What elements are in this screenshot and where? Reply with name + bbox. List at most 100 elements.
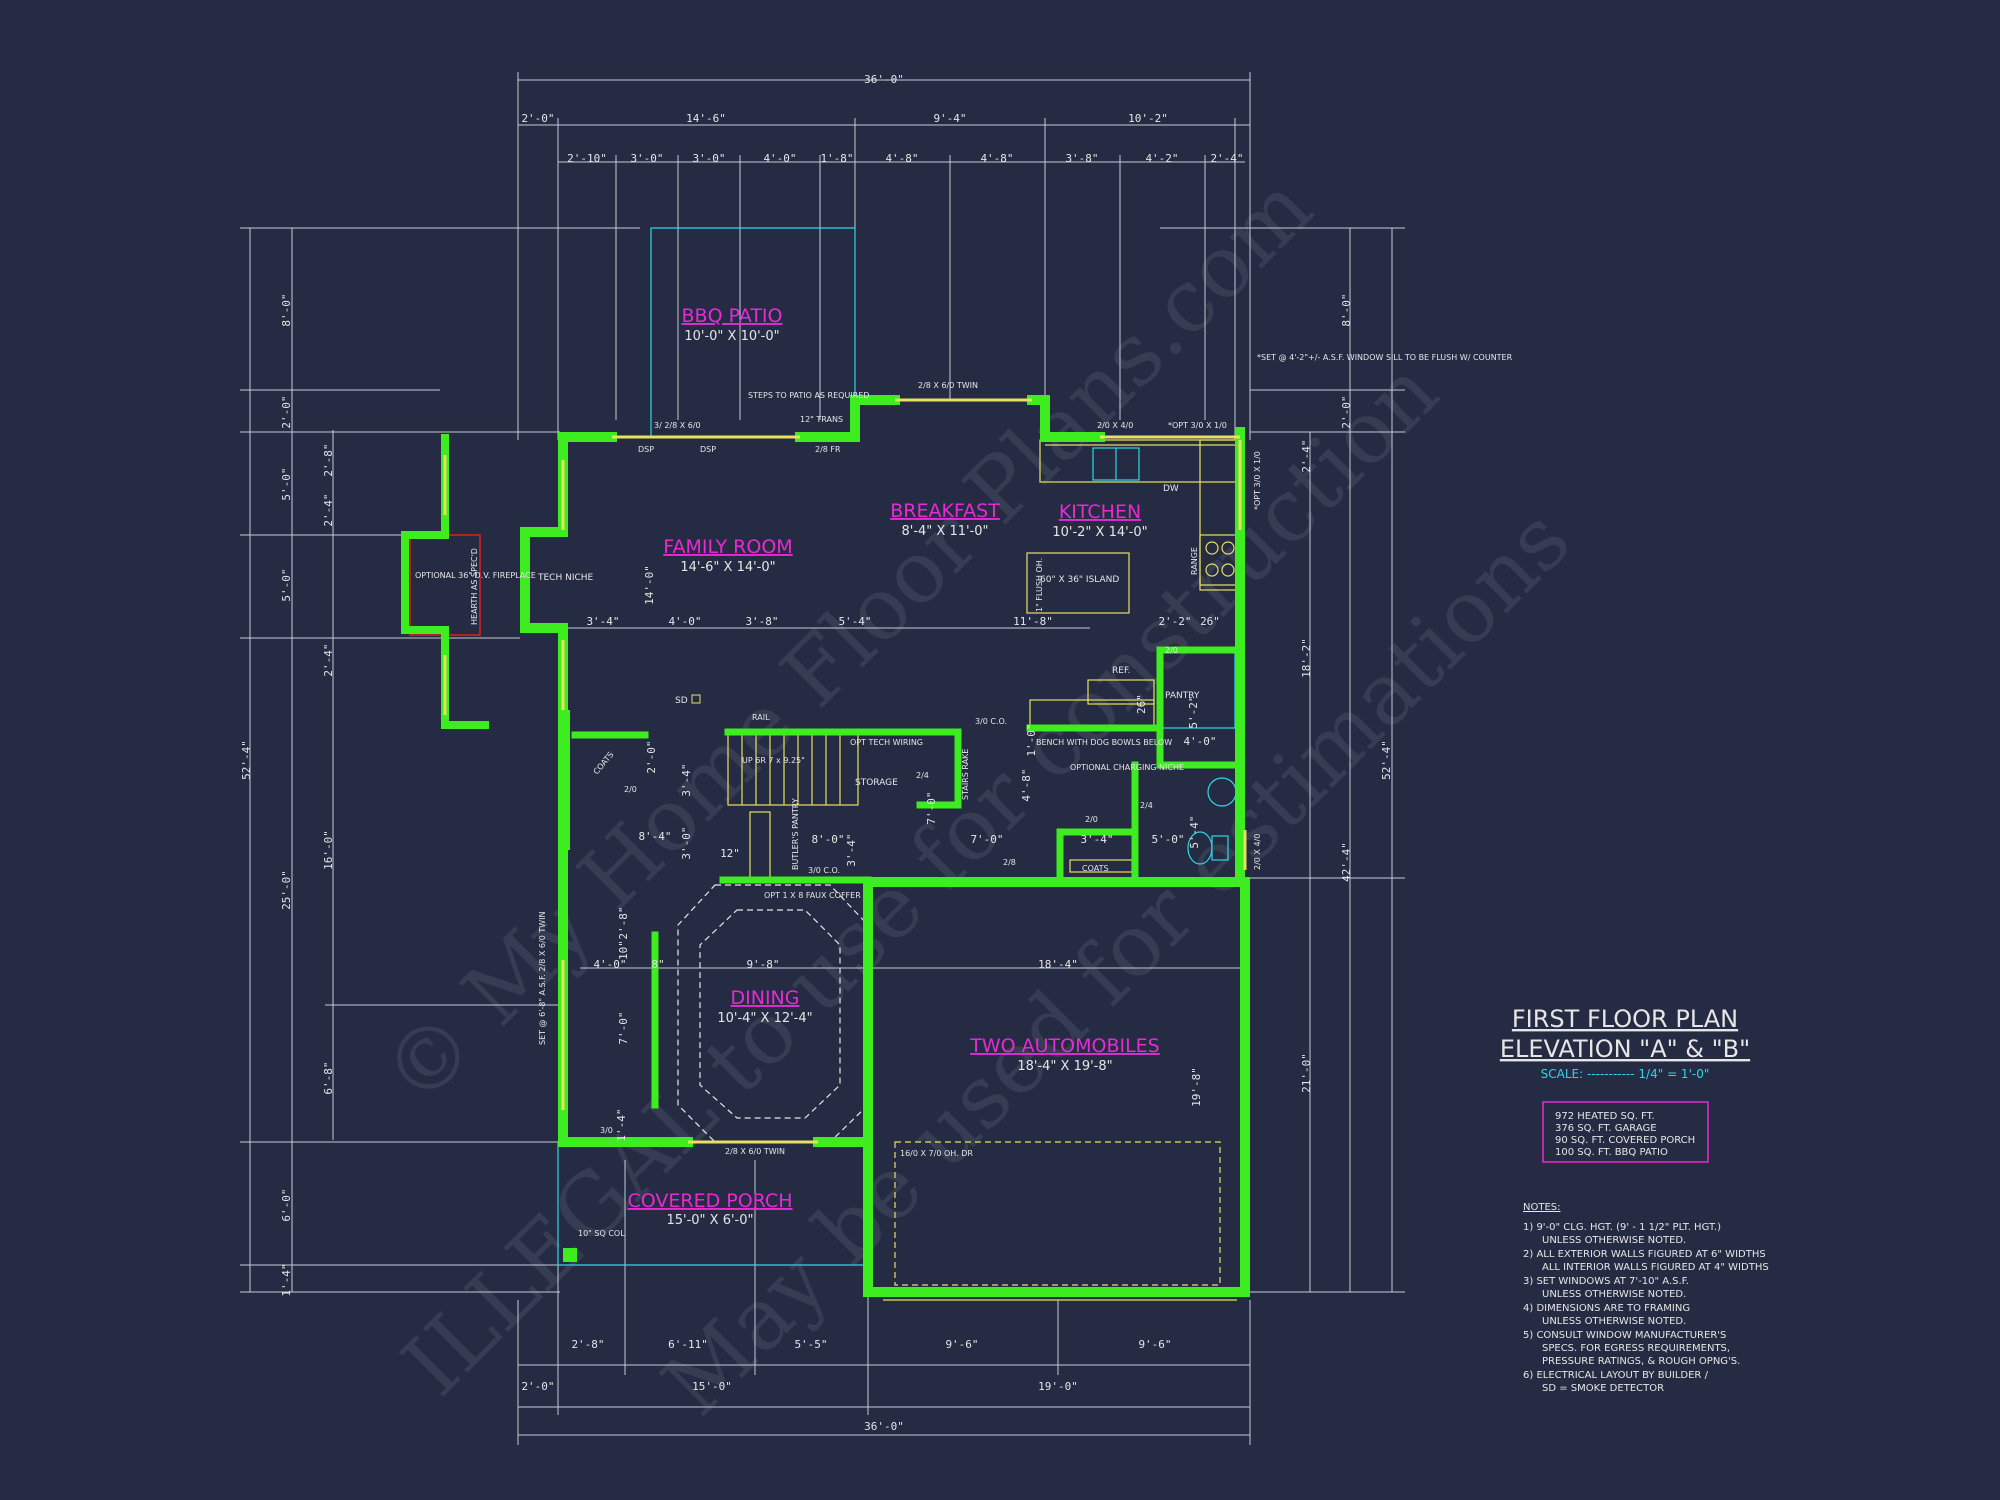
room-size-covered-porch: 15'-0" X 6'-0"	[666, 1213, 753, 1228]
area-summary: 972 HEATED SQ. FT. 376 SQ. FT. GARAGE 90…	[1555, 1111, 1695, 1158]
room-size-garage: 18'-4" X 19'-8"	[1017, 1059, 1112, 1074]
dim-int-0: 3'-4"	[586, 615, 619, 628]
label-garage-door: 16/0 X 7/0 OH. DR	[900, 1149, 973, 1158]
dim-left-row1-0: 8'-0"	[280, 293, 293, 326]
note-line-2: 2) ALL EXTERIOR WALLS FIGURED AT 6" WIDT…	[1523, 1249, 1766, 1260]
label-win-bath: 2/0 X 4/0	[1253, 834, 1262, 870]
annotations: TECH NICHE OPTIONAL 36" D.V. FIREPLACE H…	[415, 353, 1513, 1238]
note-line-11: 6) ELECTRICAL LAYOUT BY BUILDER /	[1523, 1370, 1709, 1381]
dim-int-12: 8'-4"	[638, 830, 671, 843]
label-bench: BENCH WITH DOG BOWLS BELOW	[1036, 738, 1172, 747]
dim-top-row2-2: 3'-0"	[692, 152, 725, 165]
dim-top-row2-7: 3'-8"	[1065, 152, 1098, 165]
walls	[401, 395, 1250, 1297]
dim-bottom-row2-0: 2'-0"	[521, 1380, 554, 1393]
room-size-kitchen: 10'-2" X 14'-0"	[1052, 525, 1147, 540]
dim-top-row1-3: 10'-2"	[1128, 112, 1168, 125]
area-summary-box	[1542, 1101, 1709, 1163]
dim-top-row1-1: 14'-6"	[686, 112, 726, 125]
dim-top-overall: 36'-0"	[864, 73, 904, 86]
label-win-porch: 2/8 X 6/0 TWIN	[725, 1147, 785, 1156]
dim-left-row2-0: 2'-8"	[322, 443, 335, 476]
dim-bottom-row1-4: 9'-6"	[1138, 1338, 1171, 1351]
dim-int-2: 3'-8"	[745, 615, 778, 628]
dim-int-31: 26"	[1135, 694, 1148, 714]
watermark: © My Home Floor Plans.com ILLEGAL to use…	[364, 157, 1589, 1434]
label-coats-1: COATS	[592, 750, 616, 776]
plan-elevation: ELEVATION "A" & "B"	[1500, 1035, 1750, 1063]
dim-top-row1-0: 2'-0"	[521, 112, 554, 125]
label-rail: RAIL	[752, 713, 770, 722]
dim-top-row2-8: 4'-2"	[1145, 152, 1178, 165]
dimension-texts: 36'-0" 2'-0" 14'-6" 9'-4" 10'-2" 2'-10" …	[240, 73, 1393, 1433]
label-dsp-1: DSP	[638, 445, 654, 454]
dim-int-22: 2'-8"	[617, 906, 630, 939]
label-hearth: HEARTH AS SPEC'D	[470, 548, 479, 625]
label-co-2: 3/0 C.O.	[808, 866, 840, 875]
label-coats-2: COATS	[1082, 864, 1109, 873]
dim-int-20: 5'-0"	[1151, 833, 1184, 846]
label-win-twin-top: 2/8 X 6/0 TWIN	[918, 381, 978, 390]
label-win-dining: SET @ 6'-8" A.S.F. 2/8 X 6/0 TWIN	[538, 911, 547, 1045]
dim-left-row1-3: 5'-0"	[280, 568, 293, 601]
label-col: 10" SQ COL	[578, 1229, 625, 1238]
title-block: FIRST FLOOR PLAN ELEVATION "A" & "B" SCA…	[1500, 1005, 1750, 1081]
note-line-10: PRESSURE RATINGS, & ROUGH OPNG'S.	[1542, 1356, 1740, 1367]
dim-top-row2-4: 1'-8"	[820, 152, 853, 165]
label-trans: 12" TRANS	[800, 415, 843, 424]
label-fr: 2/8 FR	[815, 445, 841, 454]
dim-int-15: 8'-0"	[811, 833, 844, 846]
label-door-20a: 2/0	[1165, 646, 1178, 655]
dim-int-18: 4'-8"	[1020, 768, 1033, 801]
label-stairs-rake: STAIRS RAKE	[961, 749, 970, 800]
label-opt-tech: OPT TECH WIRING	[850, 738, 923, 747]
dim-left-row1-5: 6'-0"	[280, 1188, 293, 1221]
label-up: UP 6R 7 x 9.25"	[742, 756, 805, 765]
notes: NOTES: 1) 9'-0" CLG. HGT. (9' - 1 1/2" P…	[1523, 1202, 1769, 1394]
dim-int-16: 3'-4"	[845, 833, 858, 866]
label-butlers: BUTLER'S PANTRY	[791, 798, 800, 870]
room-name-covered-porch: COVERED PORCH	[628, 1190, 793, 1212]
dim-int-27: 19'-8"	[1190, 1067, 1203, 1107]
dim-int-6: 26"	[1200, 615, 1220, 628]
note-line-0: 1) 9'-0" CLG. HGT. (9' - 1 1/2" PLT. HGT…	[1523, 1222, 1721, 1233]
note-line-6: 4) DIMENSIONS ARE TO FRAMING	[1523, 1303, 1690, 1314]
dim-int-21: 5'-4"	[1188, 815, 1201, 848]
dim-bottom-row2-1: 15'-0"	[692, 1380, 732, 1393]
label-door-28: 2/8	[1003, 858, 1016, 867]
label-steps-patio: STEPS TO PATIO AS REQUIRED	[748, 391, 869, 400]
dim-right-overall: 52'-4"	[1380, 740, 1393, 780]
dim-int-33: 1'-0"	[1025, 723, 1038, 756]
dim-top-row1-2: 9'-4"	[933, 112, 966, 125]
label-faux-coffer: OPT 1 X 8 FAUX COFFER	[764, 891, 861, 900]
note-line-4: 3) SET WINDOWS AT 7'-10" A.S.F.	[1523, 1276, 1689, 1287]
dim-int-3: 5'-4"	[838, 615, 871, 628]
dim-left-row1-6: 1'-4"	[280, 1263, 293, 1296]
label-win-set-note: *SET @ 4'-2"+/- A.S.F. WINDOW SILL TO BE…	[1257, 353, 1513, 362]
dim-bottom-row1-2: 5'-5"	[794, 1338, 827, 1351]
note-line-9: SPECS. FOR EGRESS REQUIREMENTS,	[1542, 1343, 1730, 1354]
label-win-31: 3/ 2/8 X 6/0	[654, 421, 701, 430]
room-size-breakfast: 8'-4" X 11'-0"	[901, 524, 988, 539]
label-door-30: 3/0	[600, 1126, 613, 1135]
room-name-kitchen: KITCHEN	[1059, 501, 1141, 523]
dim-int-30: 8"	[651, 958, 664, 971]
label-dsp-2: DSP	[700, 445, 716, 454]
dimension-lines	[240, 72, 1405, 1445]
label-win-kitchen: 2/0 X 4/0	[1097, 421, 1133, 430]
label-sd: SD	[675, 696, 688, 706]
dim-int-8: 4'-0"	[1183, 735, 1216, 748]
dim-left-row2-3: 16'-0"	[322, 830, 335, 870]
area-line-1: 972 HEATED SQ. FT.	[1555, 1111, 1655, 1122]
dim-int-26: 7'-0"	[617, 1011, 630, 1044]
bbq-patio-outline	[557, 227, 866, 1266]
sd-marker	[691, 694, 701, 704]
dim-int-29: 10"	[617, 940, 630, 960]
room-size-family-room: 14'-6" X 14'-0"	[680, 560, 775, 575]
column	[563, 1248, 577, 1262]
dim-bottom-row2-2: 19'-0"	[1038, 1380, 1078, 1393]
area-line-3: 90 SQ. FT. COVERED PORCH	[1555, 1135, 1695, 1146]
dim-int-9: 5'-2"	[1187, 695, 1200, 728]
room-size-bbq-patio: 10'-0" X 10'-0"	[684, 329, 779, 344]
label-win-opt: *OPT 3/0 X 1/0	[1168, 421, 1227, 430]
